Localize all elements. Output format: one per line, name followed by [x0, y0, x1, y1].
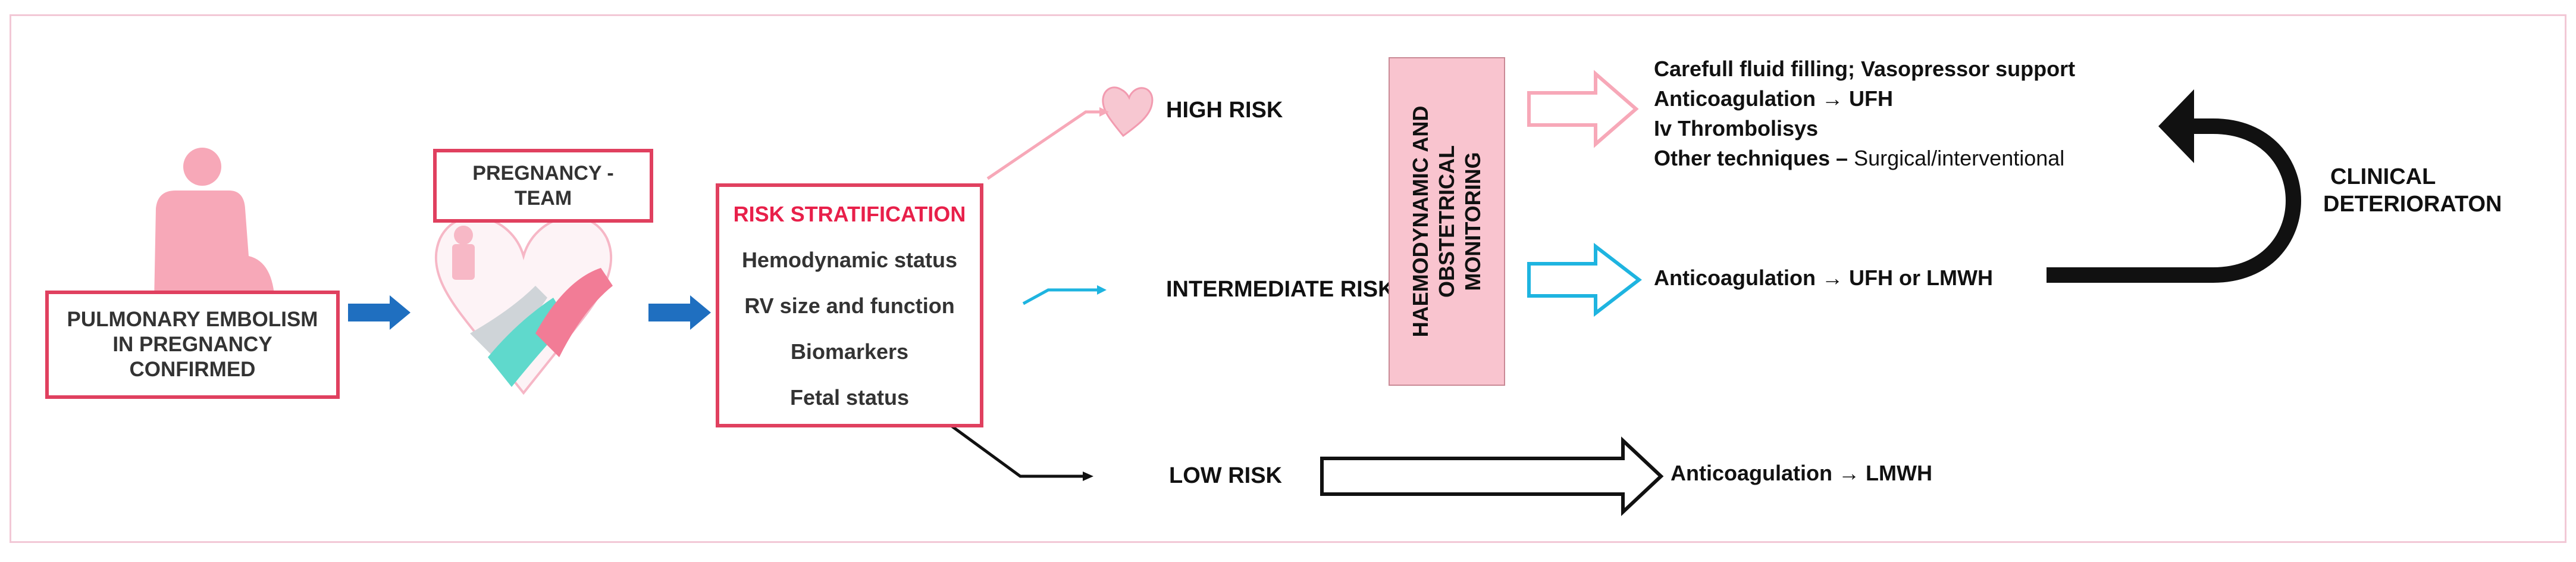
high-risk-treatment-3: Iv Thrombolisys	[1654, 116, 1819, 140]
pregnancy-team-box: PREGNANCY - TEAM	[433, 149, 653, 223]
intermediate-risk-connector	[1022, 288, 1097, 305]
deterioration-arrow	[2047, 118, 2301, 283]
intermediate-risk-treatment-arrow	[1527, 242, 1642, 317]
pe-line-1: PULMONARY EMBOLISM	[67, 308, 318, 331]
monitoring-line-2: OBSTETRICAL	[1434, 145, 1459, 298]
high-risk-connector	[986, 110, 1099, 180]
risk-item-hemodynamic: Hemodynamic status	[741, 247, 958, 272]
deterioration-line-2: DETERIORATON	[2323, 192, 2502, 217]
deterioration-arrowhead	[2158, 89, 2194, 163]
low-risk-treatment-arrow	[1320, 436, 1664, 516]
high-risk-treatment-1: Carefull fluid filling; Vasopressor supp…	[1654, 57, 2076, 81]
high-risk-treatment-arrow	[1527, 70, 1639, 148]
high-risk-label: HIGH RISK	[1166, 98, 1283, 123]
risk-item-biomarkers: Biomarkers	[790, 339, 909, 364]
monitoring-label: HAEMODYNAMIC AND OBSTETRICAL MONITORING	[1408, 61, 1486, 382]
risk-stratification-box: RISK STRATIFICATION Hemodynamic status R…	[716, 183, 983, 427]
low-risk-treatment: Anticoagulation → LMWH	[1671, 461, 1932, 485]
intermediate-risk-label: INTERMEDIATE RISK	[1166, 277, 1394, 302]
team-line-2: TEAM	[514, 187, 572, 210]
monitoring-box: HAEMODYNAMIC AND OBSTETRICAL MONITORING	[1389, 57, 1505, 386]
flow-arrow-1	[348, 295, 410, 330]
monitoring-line-1: HAEMODYNAMIC AND	[1408, 105, 1433, 338]
pe-line-3: CONFIRMED	[129, 358, 256, 381]
intermediate-risk-treatment: Anticoagulation → UFH or LMWH	[1654, 266, 1993, 290]
risk-item-fetal: Fetal status	[789, 385, 910, 410]
high-risk-treatment-4: Other techniques – Surgical/intervention…	[1654, 146, 2065, 170]
deterioration-line-1: CLINICAL	[2330, 164, 2436, 189]
low-risk-connector	[951, 424, 1083, 478]
risk-item-rv: RV size and function	[744, 293, 955, 318]
risk-title: RISK STRATIFICATION	[733, 201, 966, 226]
monitoring-line-3: MONITORING	[1461, 152, 1485, 291]
team-line-1: PREGNANCY -	[472, 162, 614, 185]
high-risk-treatment-2: Anticoagulation → UFH	[1654, 86, 1893, 111]
low-risk-label: LOW RISK	[1169, 463, 1282, 488]
flow-arrow-2	[648, 295, 711, 330]
diagram-frame	[10, 14, 2566, 543]
heart-hands-icon	[434, 216, 613, 395]
heart-icon	[1102, 86, 1154, 138]
clinical-deterioration-label: CLINICAL DETERIORATON	[2323, 163, 2502, 218]
pe-line-2: IN PREGNANCY	[112, 333, 272, 356]
pe-confirmed-box: PULMONARY EMBOLISM IN PREGNANCY CONFIRME…	[45, 291, 340, 399]
